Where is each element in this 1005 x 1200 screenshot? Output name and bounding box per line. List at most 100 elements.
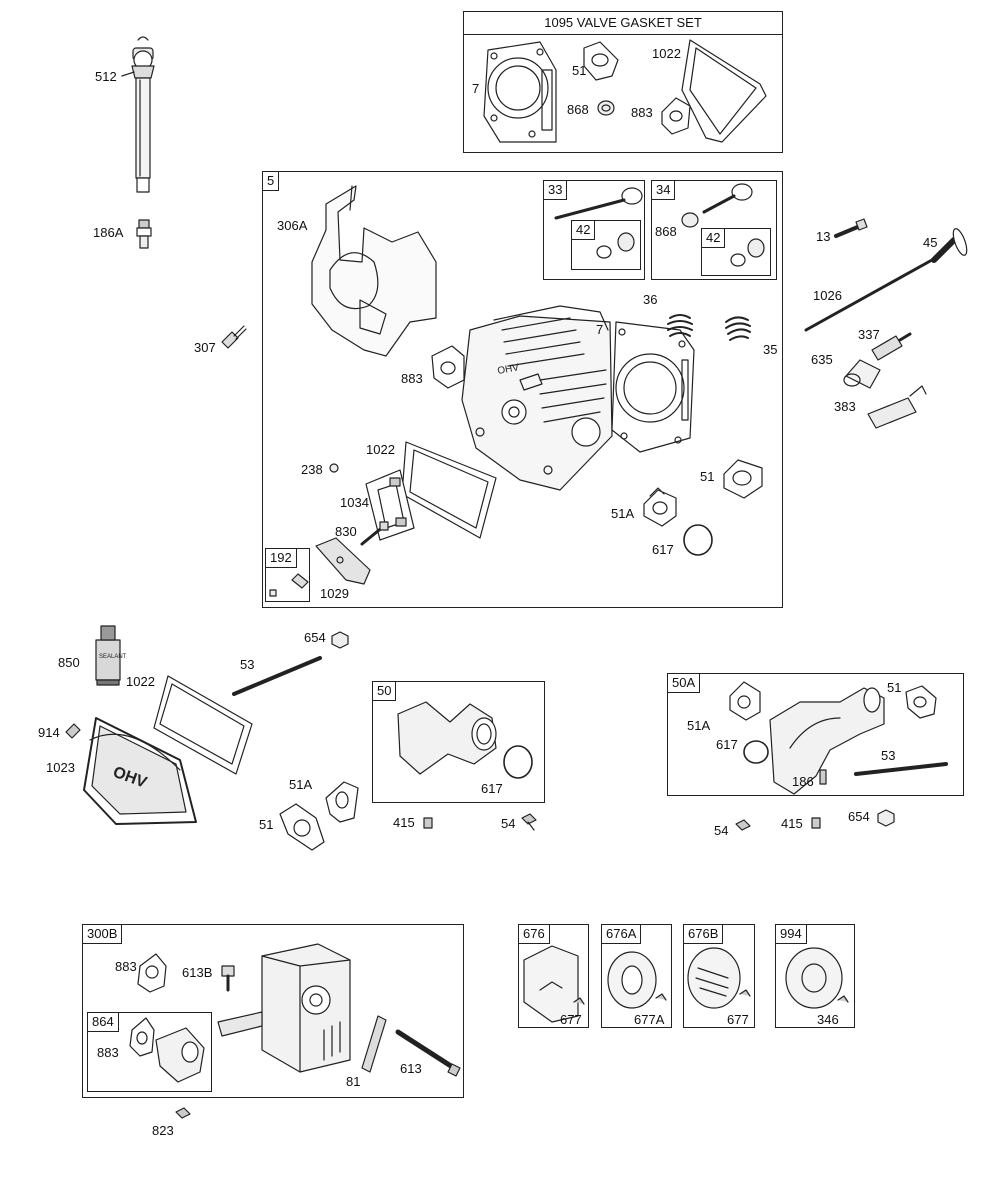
intake-kit-50a-box: 50A — [667, 673, 964, 796]
callout-gasket-set-1022: 1022 — [652, 46, 681, 61]
sealant-label: SEALANT — [99, 654, 127, 660]
callout-k50a-53: 53 — [881, 748, 896, 763]
callout-k50a-617: 617 — [716, 737, 738, 752]
valve-seal-868 — [598, 101, 614, 115]
intake-elbow-50a — [770, 688, 884, 794]
gasket-883 — [662, 98, 690, 134]
air-guide-306a — [312, 186, 436, 356]
gasket-51-manifold — [280, 804, 324, 850]
exhaust-valve-kit-tag: 34 — [651, 180, 676, 200]
screw-192 — [270, 574, 308, 596]
callout-830: 830 — [335, 524, 357, 539]
callout-35: 35 — [763, 342, 778, 357]
plug-238 — [330, 464, 338, 472]
muffler-300b-tag: 300B — [82, 924, 123, 944]
guard-676a-tag: 676A — [601, 924, 642, 944]
cylinder-head: OHV — [462, 306, 612, 490]
callout-654: 654 — [304, 630, 326, 645]
callout-right-54: 54 — [714, 823, 729, 838]
valve-gasket-set-box: 1095 VALVE GASKET SET — [463, 11, 783, 153]
callout-head-617: 617 — [652, 542, 674, 557]
callout-54: 54 — [501, 816, 516, 831]
callout-head-51a: 51A — [611, 506, 635, 521]
guard-676a-art — [608, 952, 666, 1008]
valve-seals-42b — [731, 239, 764, 266]
callout-1034: 1034 — [340, 495, 369, 510]
callout-1023: 1023 — [46, 760, 75, 775]
bolt-307 — [222, 326, 246, 348]
callout-512: 512 — [95, 69, 117, 84]
callout-1026: 1026 — [813, 288, 842, 303]
cylinder-head-kit-tag: 5 — [262, 171, 280, 191]
gasket-51a-head — [644, 488, 676, 526]
callout-186a: 186A — [93, 225, 124, 240]
screw-54 — [522, 814, 536, 830]
callout-cover-1022: 1022 — [126, 674, 155, 689]
head-gasket-7-assembled — [612, 322, 694, 452]
guard-676b-art — [688, 948, 750, 1008]
valve-gasket-set-title: 1095 VALVE GASKET SET — [464, 12, 782, 35]
cover-gasket-1022-head — [402, 442, 496, 538]
head-ohv-marking: OHV — [497, 362, 521, 377]
callout-306a: 306A — [277, 218, 308, 233]
intake-valve-kit-box: 33 — [543, 180, 645, 280]
push-rod-1026 — [806, 260, 932, 330]
callout-head-1022: 1022 — [366, 442, 395, 457]
callout-81: 81 — [346, 1074, 361, 1089]
callout-613: 613 — [400, 1061, 422, 1076]
callout-kit864-883: 883 — [97, 1045, 119, 1060]
muffler-kit-864-tag: 864 — [87, 1012, 119, 1032]
guard-676-art — [524, 946, 584, 1022]
o-ring-617-head — [684, 525, 712, 555]
push-rod-45 — [934, 227, 969, 260]
callout-677a: 677A — [634, 1012, 665, 1027]
callout-850: 850 — [58, 655, 80, 670]
nut-654 — [332, 632, 348, 648]
exhaust-valve-34 — [682, 184, 752, 227]
guard-994-tag: 994 — [775, 924, 807, 944]
callout-right-654: 654 — [848, 809, 870, 824]
callout-677-b: 677 — [727, 1012, 749, 1027]
screw-kit-192-tag: 192 — [265, 548, 297, 568]
guard-994-box: 994 — [775, 924, 855, 1028]
callout-gasket-set-868: 868 — [567, 102, 589, 117]
callout-186: 186 — [792, 774, 814, 789]
gasket-51a-k50a — [730, 682, 760, 720]
gasket-883-muffler — [138, 954, 166, 992]
guard-676-box: 676 — [518, 924, 589, 1028]
screw-914 — [66, 724, 80, 738]
callout-307: 307 — [194, 340, 216, 355]
seal-kit-a-tag: 42 — [571, 220, 596, 240]
screw-54-right — [736, 820, 750, 830]
breather-1034 — [366, 470, 414, 540]
gasket-51 — [584, 42, 618, 80]
callout-53: 53 — [240, 657, 255, 672]
guard-676b-tag: 676B — [683, 924, 724, 944]
callout-677: 677 — [560, 1012, 582, 1027]
stud-830 — [362, 522, 388, 544]
callout-right-415: 415 — [781, 816, 803, 831]
callout-k50-617: 617 — [481, 781, 503, 796]
callout-346: 346 — [817, 1012, 839, 1027]
gasket-51a-manifold — [326, 782, 358, 822]
callout-head-51: 51 — [700, 469, 715, 484]
boot-635 — [844, 360, 880, 388]
screw-kit-192-box: 192 — [265, 548, 310, 602]
guard-676a-box: 676A — [601, 924, 672, 1028]
gasket-51-k50a — [906, 686, 936, 718]
callout-k50a-51: 51 — [887, 680, 902, 695]
callout-415: 415 — [393, 815, 415, 830]
guard-676b-box: 676B — [683, 924, 755, 1028]
callout-613b: 613B — [182, 965, 213, 980]
callout-k34-868: 868 — [655, 224, 677, 239]
muffler-300b-box: 300B — [82, 924, 464, 1098]
seal-kit-b-box: 42 — [701, 228, 771, 276]
fitting-186 — [820, 770, 826, 784]
guard-994-art — [786, 948, 848, 1008]
callout-manifold-51a: 51A — [289, 777, 313, 792]
cover-gasket-1022-loose — [154, 676, 252, 774]
screw-823 — [176, 1108, 190, 1118]
callout-gasket-set-51: 51 — [572, 63, 587, 78]
gasket-883-head — [432, 346, 464, 388]
stud-415 — [424, 818, 432, 828]
